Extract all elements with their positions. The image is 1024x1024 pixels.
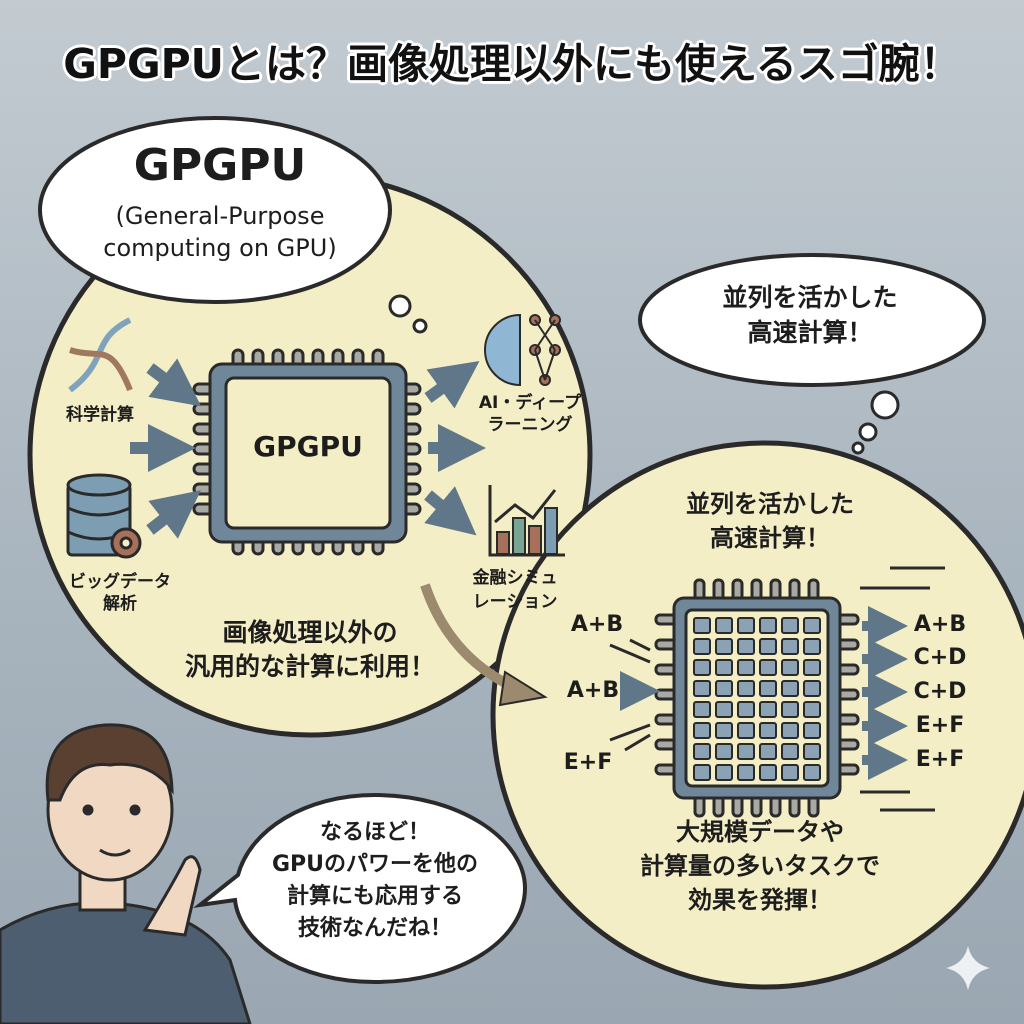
label-bigdata: ビッグデータ [69, 572, 171, 592]
core-cell [737, 617, 755, 634]
speech-line1: なるほど！ [319, 820, 430, 845]
core-cell [737, 764, 755, 781]
core-cell [803, 764, 821, 781]
left-caption-2: 汎用的な計算に利用！ [184, 652, 435, 681]
speech-line2: GPUのパワーを他の [271, 852, 479, 877]
core-cell [781, 701, 799, 718]
cloud-line1: (General-Purpose [115, 202, 325, 230]
core-cell [781, 680, 799, 697]
core-cell [781, 617, 799, 634]
core-cell [715, 764, 733, 781]
core-cell [715, 680, 733, 697]
core-cell [759, 764, 777, 781]
core-cell [759, 617, 777, 634]
output-label: C+D [913, 645, 967, 670]
thought-line2: 高速計算！ [747, 318, 873, 347]
core-cell [693, 659, 711, 676]
left-caption-1: 画像処理以外の [222, 618, 398, 647]
input-label: A+B [570, 612, 624, 637]
dna-icon [68, 317, 133, 393]
thought-line1: 並列を活かした [722, 283, 898, 312]
gpgpu-chip [192, 348, 422, 556]
core-cell [803, 743, 821, 760]
core-cell [715, 722, 733, 739]
core-cell [693, 638, 711, 655]
core-cell [781, 638, 799, 655]
label-ai-2: ラーニング [487, 415, 573, 435]
core-cell [737, 680, 755, 697]
core-cell [803, 638, 821, 655]
cloud-heading: GPGPU [133, 140, 307, 191]
thought-bubble [638, 253, 986, 387]
label-scientific: 科学計算 [66, 405, 134, 425]
sparkle-icon [946, 946, 990, 990]
core-cell [781, 743, 799, 760]
right-caption-2: 計算量の多いタスクで [640, 852, 880, 880]
core-cell [803, 659, 821, 676]
cloud-line2: computing on GPU) [103, 234, 337, 262]
right-heading-1: 並列を活かした [686, 490, 854, 518]
label-finance: 金融シミュ [472, 568, 558, 588]
output-label: E+F [915, 747, 965, 772]
core-cell [715, 701, 733, 718]
core-cell [693, 701, 711, 718]
database-icon [66, 473, 142, 559]
core-cell [715, 743, 733, 760]
core-cell [737, 722, 755, 739]
core-cell [803, 722, 821, 739]
label-finance-2: レーション [472, 592, 558, 612]
core-cell [803, 617, 821, 634]
core-cell [759, 743, 777, 760]
core-cell [737, 701, 755, 718]
cloud-bubble [38, 116, 392, 304]
core-cell [759, 638, 777, 655]
chip-label: GPGPU [253, 430, 363, 463]
core-cell [715, 617, 733, 634]
right-heading-2: 高速計算！ [710, 524, 830, 552]
bar-chart-icon [488, 485, 565, 557]
core-cell [693, 617, 711, 634]
right-caption-3: 効果を発揮！ [688, 886, 832, 914]
core-cell [693, 680, 711, 697]
core-cell [759, 722, 777, 739]
speech-line4: 技術なんだね！ [297, 916, 452, 941]
parallel-chip [654, 578, 860, 818]
core-cell [781, 764, 799, 781]
speech-bubble [192, 792, 528, 985]
right-caption-1: 大規模データや [676, 818, 844, 846]
core-cell [737, 638, 755, 655]
core-cell [803, 680, 821, 697]
label-ai: AI・ディープ [478, 393, 582, 413]
core-cell [759, 680, 777, 697]
core-cell [759, 659, 777, 676]
core-cell [803, 701, 821, 718]
core-cell [759, 701, 777, 718]
speech-line3: 計算にも応用する [286, 884, 463, 909]
output-label: C+D [913, 679, 967, 704]
output-label: A+B [913, 612, 967, 637]
core-cell [715, 659, 733, 676]
input-label: E+F [563, 750, 613, 775]
core-cell [781, 722, 799, 739]
core-cell [737, 659, 755, 676]
core-cell [715, 638, 733, 655]
core-cell [737, 743, 755, 760]
person-illustration [0, 723, 252, 1024]
output-label: E+F [915, 713, 965, 738]
core-cell [693, 764, 711, 781]
label-bigdata-2: 解析 [103, 594, 137, 614]
input-label: A+B [566, 678, 620, 703]
brain-network-icon [484, 313, 561, 387]
core-cell [693, 722, 711, 739]
page-title: GPGPUとは？画像処理以外にも使えるスゴ腕！ [63, 40, 961, 88]
core-cell [781, 659, 799, 676]
core-cell [693, 743, 711, 760]
